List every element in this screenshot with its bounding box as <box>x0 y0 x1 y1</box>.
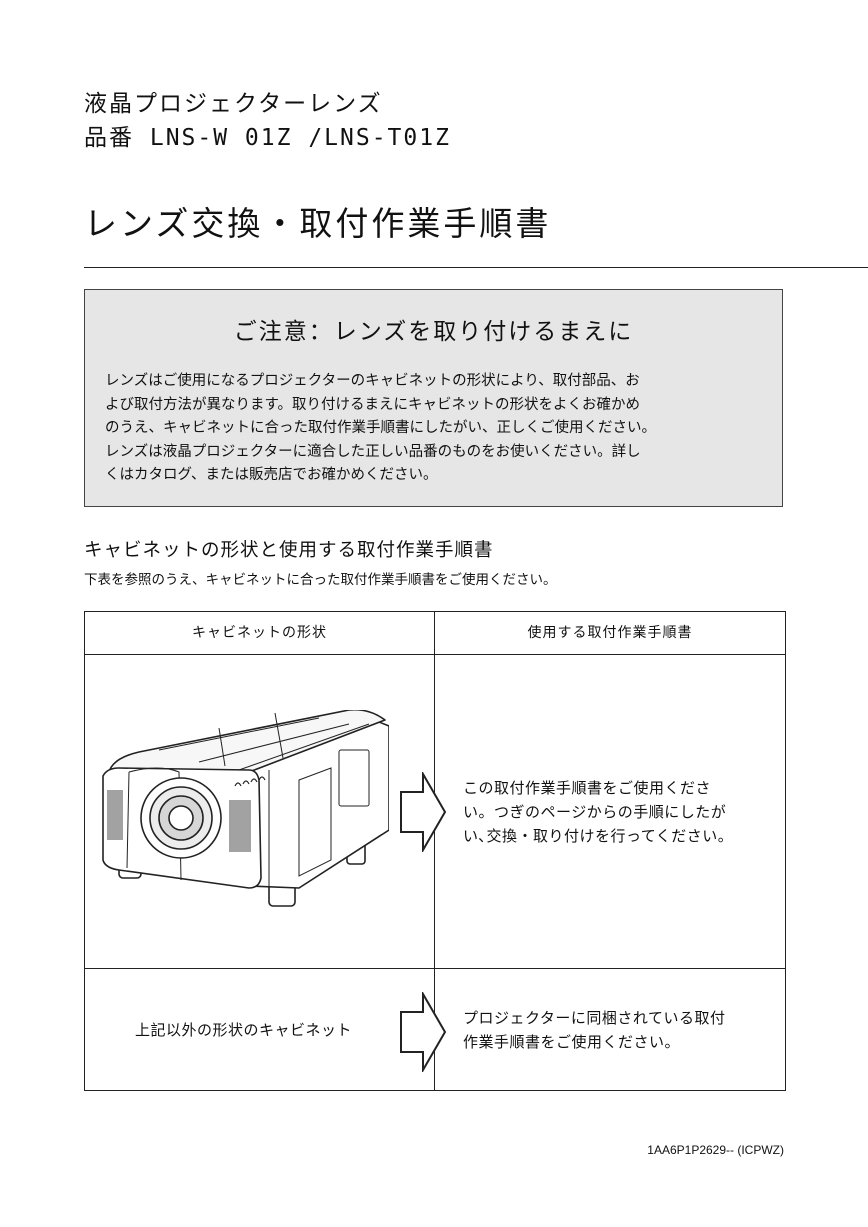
caution-line: くはカタログ、または販売店でお確かめください。 <box>105 467 438 483</box>
caution-line: レンズは液晶プロジェクターに適合した正しい品番のものをお使いください。詳し <box>105 443 641 460</box>
caution-body: レンズはご使用になるプロジェクターのキャビネットの形状により、取付部品、お よび… <box>105 370 765 488</box>
header-divider <box>85 654 785 655</box>
document-code: 1AA6P1P2629-- (ICPWZ) <box>647 1143 784 1157</box>
caution-box: ご注意：レンズを取り付けるまえに レンズはご使用になるプロジェクターのキャビネッ… <box>84 289 783 507</box>
caution-line: レンズはご使用になるプロジェクターのキャビネットの形状により、取付部品、お <box>105 373 640 389</box>
document-title: レンズ交換・取付作業手順書 <box>84 204 552 243</box>
column-divider <box>434 612 435 1090</box>
instruction-this-manual: この取付作業手順書をご使用くださ い。つぎのページからの手順にしたが い､交換・… <box>463 776 733 848</box>
projector-illustration <box>102 710 389 907</box>
product-code: 品番 LNS-W 01Z /LNS-T01Z <box>84 125 451 151</box>
section-subtitle: 下表を参照のうえ、キャビネットに合った取付作業手順書をご使用ください。 <box>84 572 557 588</box>
caution-line: よび取付方法が異なります。取り付けるまえにキャビネットの形状をよくお確かめ <box>105 396 641 413</box>
other-cabinet-label: 上記以外の形状のキャビネット <box>135 1021 353 1039</box>
header-cabinet-shape: キャビネットの形状 <box>192 625 327 641</box>
instruction-line: 作業手順書をご使用ください。 <box>463 1033 681 1051</box>
instruction-line: い。つぎのページからの手順にしたが <box>463 803 727 821</box>
product-name: 液晶プロジェクターレンズ <box>84 91 383 117</box>
header-instruction-manual: 使用する取付作業手順書 <box>527 625 693 641</box>
row-divider <box>85 968 785 969</box>
arrow-right-icon <box>400 992 447 1072</box>
instruction-line: プロジェクターに同梱されている取付 <box>463 1009 726 1027</box>
arrow-right-icon <box>400 772 447 852</box>
caution-line: のうえ、キャビネットに合った取付作業手順書にしたがい、正しくご使用ください。 <box>105 420 656 436</box>
instruction-bundled-manual: プロジェクターに同梱されている取付 作業手順書をご使用ください。 <box>463 1006 725 1054</box>
title-divider <box>84 267 868 268</box>
instruction-line: い､交換・取り付けを行ってください。 <box>463 827 734 845</box>
section-title: キャビネットの形状と使用する取付作業手順書 <box>84 540 494 561</box>
cabinet-table: キャビネットの形状 使用する取付作業手順書 <box>84 611 786 1091</box>
instruction-line: この取付作業手順書をご使用くださ <box>463 779 712 797</box>
caution-title: ご注意：レンズを取り付けるまえに <box>233 319 634 345</box>
